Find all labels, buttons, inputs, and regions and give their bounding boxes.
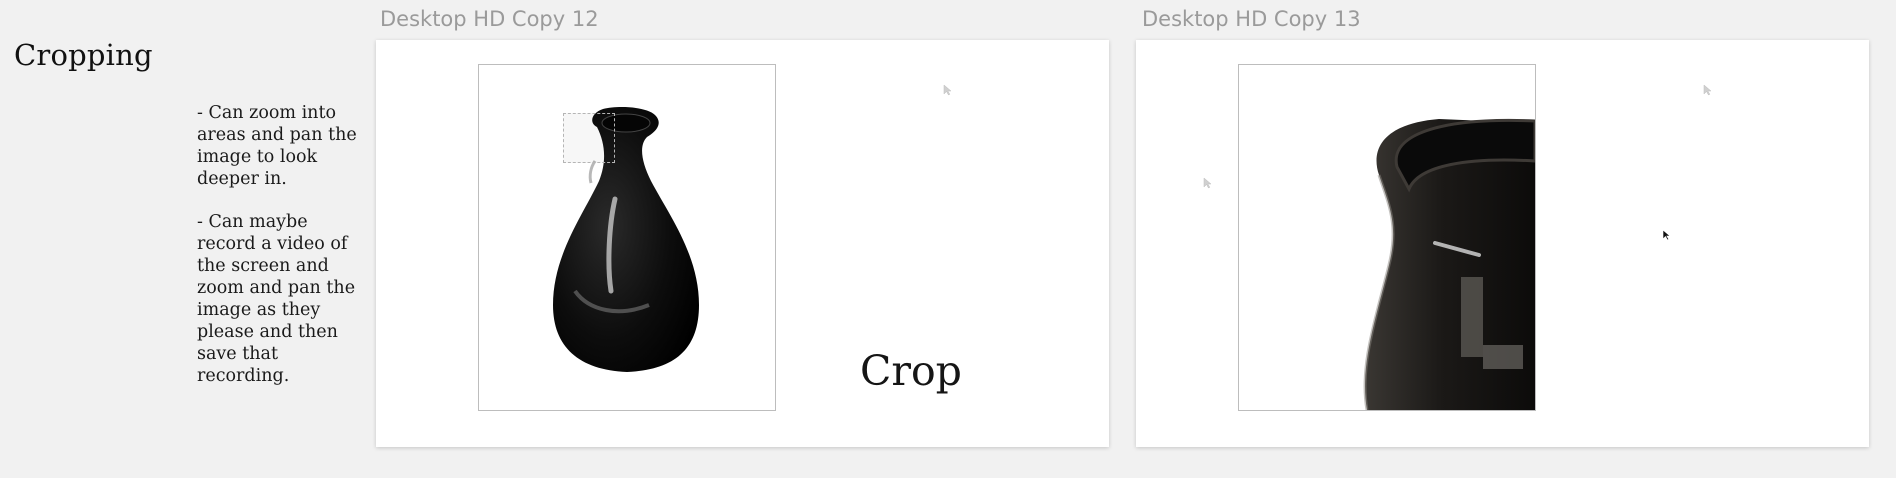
cursor-arrow-icon — [943, 84, 952, 96]
zoomed-vase-body — [1365, 119, 1535, 410]
zoomed-image-frame[interactable] — [1238, 64, 1536, 411]
artboard-label-copy-12[interactable]: Desktop HD Copy 12 — [380, 7, 599, 31]
cursor-arrow-icon — [1703, 84, 1712, 96]
zoomed-vase-image — [1363, 118, 1535, 410]
artboard-copy-13[interactable] — [1136, 40, 1869, 447]
zoomed-reflection-2 — [1483, 345, 1523, 369]
cursor-arrow-icon — [1203, 177, 1212, 189]
vase-highlight-small — [588, 160, 597, 184]
zoomed-vase-shine — [1433, 241, 1481, 257]
artboard-label-copy-13[interactable]: Desktop HD Copy 13 — [1142, 7, 1361, 31]
zoomed-reflection-1 — [1461, 277, 1483, 357]
crop-button[interactable]: Crop — [860, 347, 962, 395]
image-frame[interactable] — [478, 64, 776, 411]
artboard-copy-12[interactable]: Crop — [376, 40, 1109, 447]
zoomed-vase-edge — [1363, 174, 1395, 410]
cursor-arrow-icon — [1662, 229, 1671, 241]
vase-image — [553, 107, 699, 372]
crop-selection-box[interactable] — [563, 113, 615, 163]
vase-highlight — [606, 196, 618, 294]
notes: - Can zoom into areas and pan the image … — [197, 102, 357, 408]
page-title: Cropping — [14, 38, 153, 72]
note-zoom-pan: - Can zoom into areas and pan the image … — [197, 103, 357, 189]
note-record-video: - Can maybe record a video of the screen… — [197, 212, 356, 386]
vase-reflection — [573, 289, 650, 314]
zoomed-vase-rim — [1394, 118, 1535, 193]
